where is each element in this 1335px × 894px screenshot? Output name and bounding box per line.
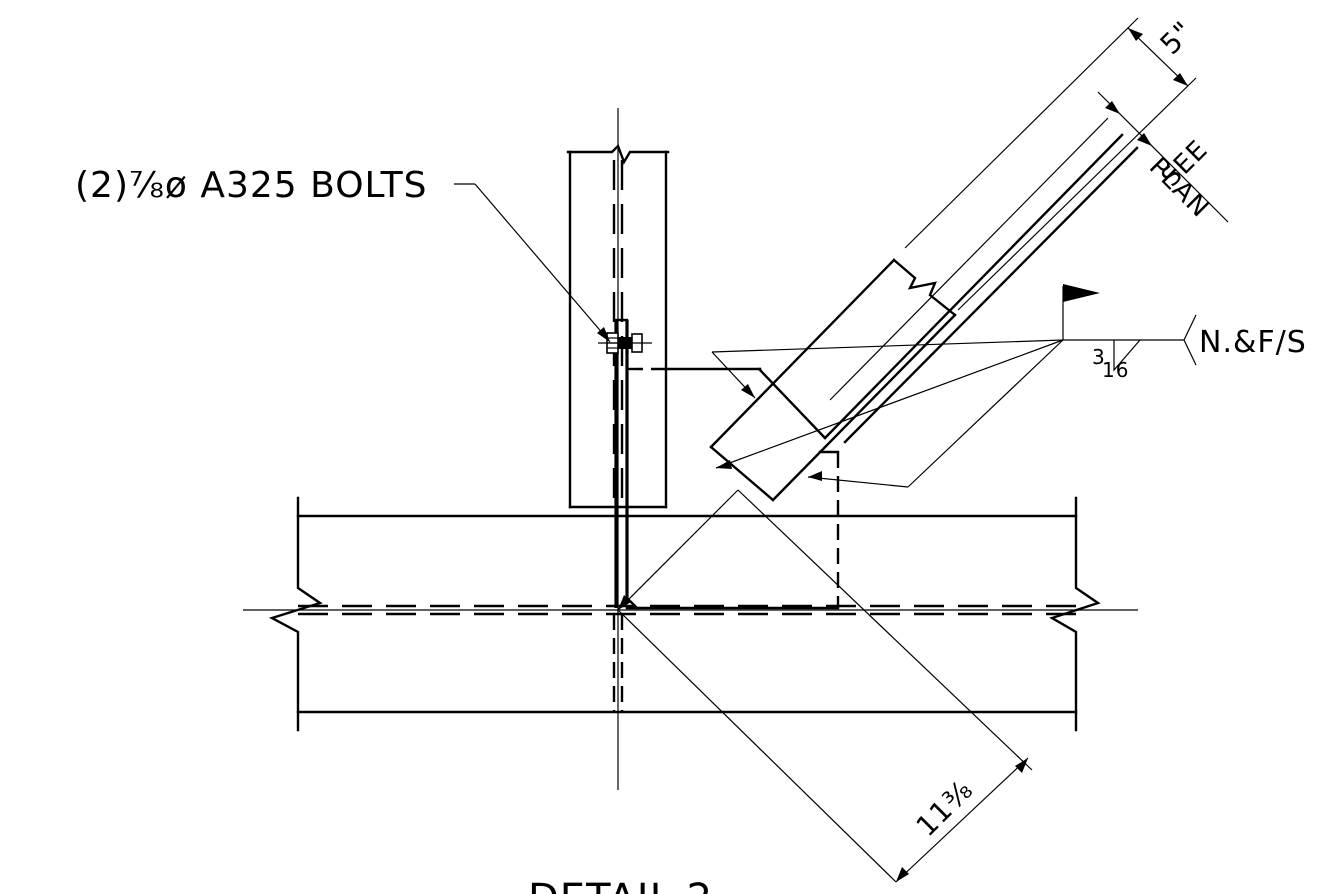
dim-length-label: 11⅜ (910, 773, 980, 843)
weld-symbol: N.&F/S 3 16 (711, 284, 1307, 488)
length-dimension: 11⅜ (617, 489, 1033, 883)
dim-width-label: 5" (1154, 14, 1200, 60)
weld-spec-text: N.&F/S (1199, 325, 1307, 360)
bolts-callout-text: (2)⅞ø A325 BOLTS (75, 165, 427, 206)
detail-title: DETAIL 2 (528, 876, 713, 894)
bolt-callout: (2)⅞ø A325 BOLTS (75, 165, 611, 343)
weld-size-denominator: 16 (1102, 358, 1129, 382)
diagonal-brace (709, 17, 1197, 502)
gusset-plate (612, 318, 840, 712)
weld-size-numerator: 3 (1092, 345, 1106, 369)
width-dimension: 5" (1127, 14, 1200, 87)
field-weld-flag-icon (1063, 284, 1100, 302)
vertical-column (566, 108, 670, 790)
see-plan-dimension: SEE PLAN (1097, 91, 1229, 224)
horizontal-beam (243, 496, 1138, 732)
bolt-assembly (598, 332, 652, 354)
